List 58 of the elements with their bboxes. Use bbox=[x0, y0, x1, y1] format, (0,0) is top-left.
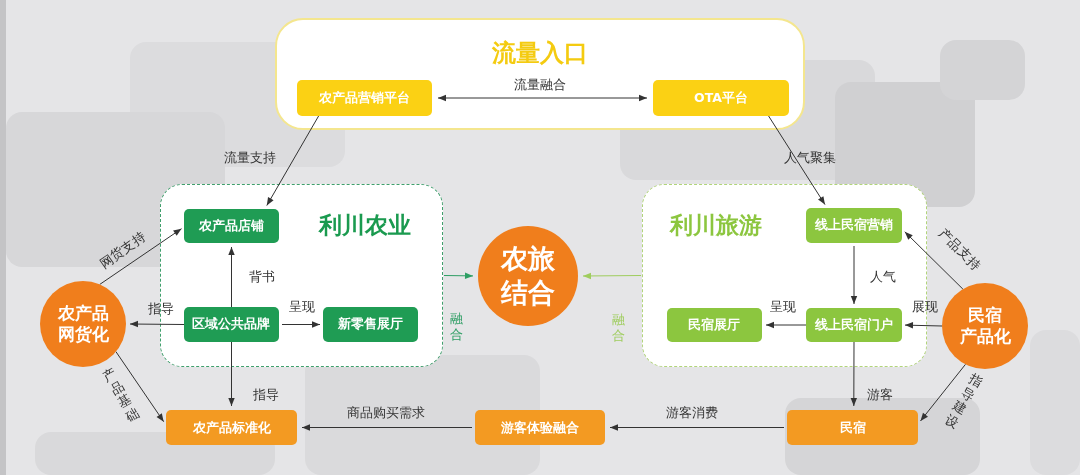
arrow bbox=[99, 228, 182, 285]
arrow bbox=[904, 322, 943, 329]
arrow bbox=[765, 321, 807, 329]
process-box: 农产品店铺 bbox=[183, 208, 279, 243]
process-box: 游客体验融合 bbox=[475, 410, 605, 445]
arrow bbox=[228, 341, 235, 407]
edge-label: 流量融合 bbox=[514, 77, 566, 93]
arrow bbox=[609, 424, 785, 431]
edge-label: 呈现 bbox=[289, 299, 315, 315]
edge-label: 人气聚集 bbox=[784, 150, 836, 166]
arrow bbox=[266, 115, 320, 206]
process-box: 民宿 bbox=[787, 410, 918, 445]
edge-label: 游客 bbox=[867, 387, 893, 403]
process-box: 民宿展厅 bbox=[666, 307, 762, 342]
arrow bbox=[281, 321, 321, 328]
process-box: 农产品营销平台 bbox=[297, 80, 432, 116]
edge-label: 人气 bbox=[870, 269, 896, 285]
arrow bbox=[437, 94, 648, 102]
arrow bbox=[129, 320, 185, 328]
group-panel bbox=[160, 184, 443, 367]
arrow bbox=[582, 272, 642, 280]
process-box: 新零售展厅 bbox=[322, 306, 418, 342]
group-panel bbox=[642, 184, 927, 367]
group-panel bbox=[275, 18, 805, 130]
process-box: 区域公共品牌 bbox=[183, 306, 279, 342]
edge-label: 融合 bbox=[612, 312, 626, 344]
arrow bbox=[768, 115, 826, 206]
edge-label: 商品购买需求 bbox=[347, 405, 425, 421]
edge-label: 呈现 bbox=[770, 299, 796, 315]
process-box: 农产品标准化 bbox=[166, 410, 297, 445]
edge-label: 指导建设 bbox=[942, 370, 986, 432]
edge-label: 融合 bbox=[450, 311, 464, 343]
process-box: 线上民宿门户 bbox=[805, 307, 902, 342]
edge-label: 产品基础 bbox=[99, 364, 143, 426]
process-box: 线上民宿营销 bbox=[805, 207, 902, 243]
arrow bbox=[115, 351, 165, 423]
arrow bbox=[850, 341, 857, 407]
arrow bbox=[850, 245, 858, 305]
panel-title: 利川农业 bbox=[319, 214, 411, 237]
panel-title: 利川旅游 bbox=[670, 214, 762, 237]
edge-label: 背书 bbox=[249, 269, 275, 285]
process-box: OTA平台 bbox=[653, 80, 789, 116]
arrow bbox=[920, 363, 966, 422]
edge-label: 游客消费 bbox=[666, 405, 718, 421]
edge-label: 展现 bbox=[912, 299, 938, 315]
circle-node: 民宿产品化 bbox=[942, 283, 1028, 369]
edge-label: 网货支持 bbox=[97, 229, 149, 273]
edge-label: 指导 bbox=[148, 301, 174, 317]
panel-title: 流量入口 bbox=[491, 41, 589, 65]
edge-label: 指导 bbox=[253, 387, 279, 403]
arrow bbox=[228, 246, 235, 308]
arrow bbox=[301, 424, 473, 431]
arrow bbox=[904, 231, 964, 290]
arrow bbox=[443, 272, 474, 279]
circle-node: 农旅结合 bbox=[478, 226, 578, 326]
circle-node: 农产品网货化 bbox=[40, 281, 126, 367]
edge-label: 产品支持 bbox=[935, 226, 983, 274]
edge-label: 流量支持 bbox=[224, 150, 276, 166]
